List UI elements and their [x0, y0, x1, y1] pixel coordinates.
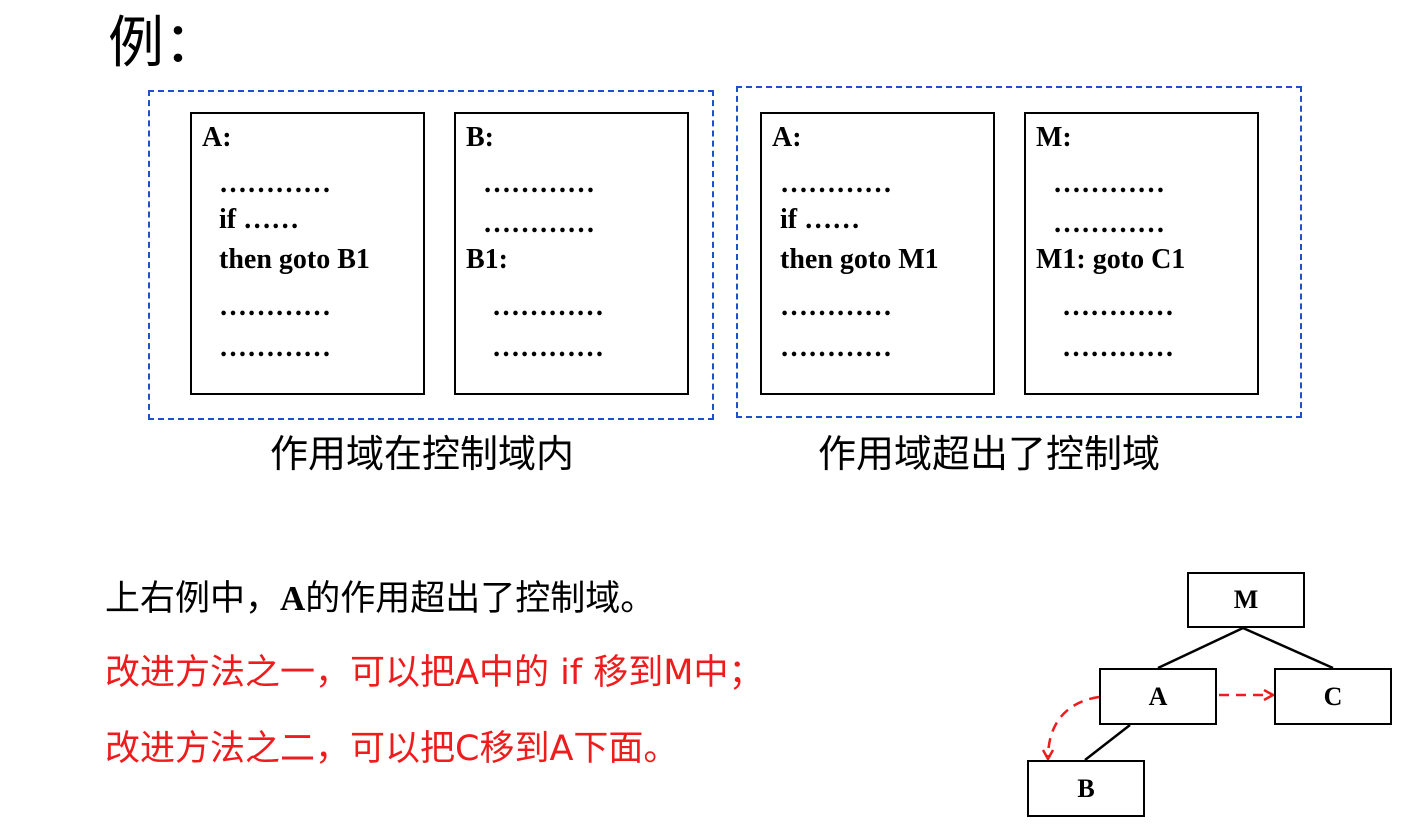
module-line: ………… [219, 332, 331, 363]
module-line: ………… [780, 332, 892, 363]
module-line: if …… [780, 204, 861, 235]
module-a-left: A: ………… if …… then goto B1 ………… ………… [190, 112, 425, 395]
module-line: ………… [492, 332, 604, 363]
module-line: ………… [219, 168, 331, 199]
module-line: ………… [492, 291, 604, 322]
tree-node-m: M [1187, 572, 1305, 628]
module-m-right: M: ………… ………… M1: goto C1 ………… ………… [1024, 112, 1259, 395]
module-line: then goto B1 [219, 244, 370, 275]
edge-m-c [1242, 626, 1334, 670]
note-line-1-suffix: 的作用超出了控制域。 [305, 579, 656, 619]
caption-scope-within: 作用域在控制域内 [270, 432, 575, 476]
module-line: ………… [483, 208, 595, 239]
tree-node-c: C [1274, 668, 1392, 725]
arrow-a-to-b [1048, 695, 1100, 758]
scope-exceeds-control-group [736, 86, 1302, 418]
module-line: M: [1036, 122, 1072, 153]
page-title: 例： [108, 11, 220, 76]
module-line: ………… [780, 168, 892, 199]
module-line: ………… [483, 168, 595, 199]
module-line: A: [772, 122, 802, 153]
note-line-1: 上右例中，A的作用超出了控制域。 [105, 578, 655, 620]
module-line: ………… [1053, 208, 1165, 239]
tree-node-a: A [1099, 668, 1217, 725]
note-line-2: 改进方法之一，可以把A中的 if 移到M中； [105, 653, 764, 693]
module-line: then goto M1 [780, 244, 939, 275]
edge-m-a [1157, 626, 1244, 670]
scope-within-control-group [148, 90, 714, 420]
tree-node-b: B [1027, 760, 1145, 817]
note-line-3: 改进方法之二，可以把C移到A下面。 [105, 729, 679, 769]
caption-scope-exceeds: 作用域超出了控制域 [818, 432, 1161, 476]
module-line: B: [466, 122, 494, 153]
module-line: if …… [219, 204, 300, 235]
module-a-right: A: ………… if …… then goto M1 ………… ………… [760, 112, 995, 395]
note-line-1-bold: A [280, 579, 306, 618]
module-line: ………… [1053, 168, 1165, 199]
edge-a-b [1084, 724, 1131, 761]
module-line: ………… [1062, 332, 1174, 363]
note-line-1-prefix: 上右例中， [105, 579, 281, 619]
module-line: ………… [219, 291, 331, 322]
module-line: M1: goto C1 [1036, 244, 1186, 275]
module-b-left: B: ………… ………… B1: ………… ………… [454, 112, 689, 395]
module-line: ………… [1062, 291, 1174, 322]
module-line: A: [202, 122, 232, 153]
module-line: B1: [466, 244, 508, 275]
module-line: ………… [780, 291, 892, 322]
